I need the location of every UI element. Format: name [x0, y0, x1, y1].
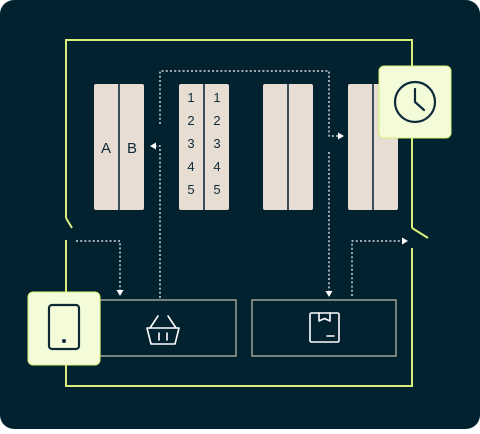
shelf-label: 2	[213, 113, 220, 128]
flow-line-left-entry	[76, 240, 121, 292]
tablet-icon	[47, 303, 81, 351]
outer-border-notch-right	[411, 227, 429, 239]
shelf-label: B	[127, 140, 137, 157]
flow-line-top-loop	[159, 70, 340, 137]
basket-icon	[146, 315, 180, 345]
clock-icon	[393, 80, 437, 124]
box-station-box	[251, 299, 397, 357]
arrow-right-shelf	[338, 132, 344, 140]
arrow-right-exit	[402, 237, 408, 245]
arrow-down-box	[325, 291, 333, 297]
shelf-label: 5	[187, 182, 194, 197]
shelf-label: 4	[213, 159, 220, 174]
shelf-label: A	[101, 140, 111, 157]
tablet-home-dot	[62, 339, 66, 343]
shelf-label: 3	[187, 136, 194, 151]
shelf-label: 4	[187, 159, 194, 174]
arrow-left-shelf	[150, 142, 156, 150]
tablet-card	[27, 291, 101, 366]
shelf-label: 1	[213, 90, 220, 105]
shelf-numbers: 1 2 3 4 5 1 2 3 4 5	[179, 84, 229, 210]
package-box-icon	[309, 312, 340, 343]
outer-border-notch-left	[65, 217, 73, 229]
shelf-label: 2	[187, 113, 194, 128]
clock-card	[378, 65, 452, 139]
flow-line-right-exit	[351, 240, 404, 296]
arrow-down-left	[116, 290, 124, 296]
shelf-label: 3	[213, 136, 220, 151]
shelf-label: 1	[187, 90, 194, 105]
flow-arrowheads	[116, 132, 408, 297]
shelf-empty-1	[263, 84, 313, 210]
shelf-label: 5	[213, 182, 220, 197]
